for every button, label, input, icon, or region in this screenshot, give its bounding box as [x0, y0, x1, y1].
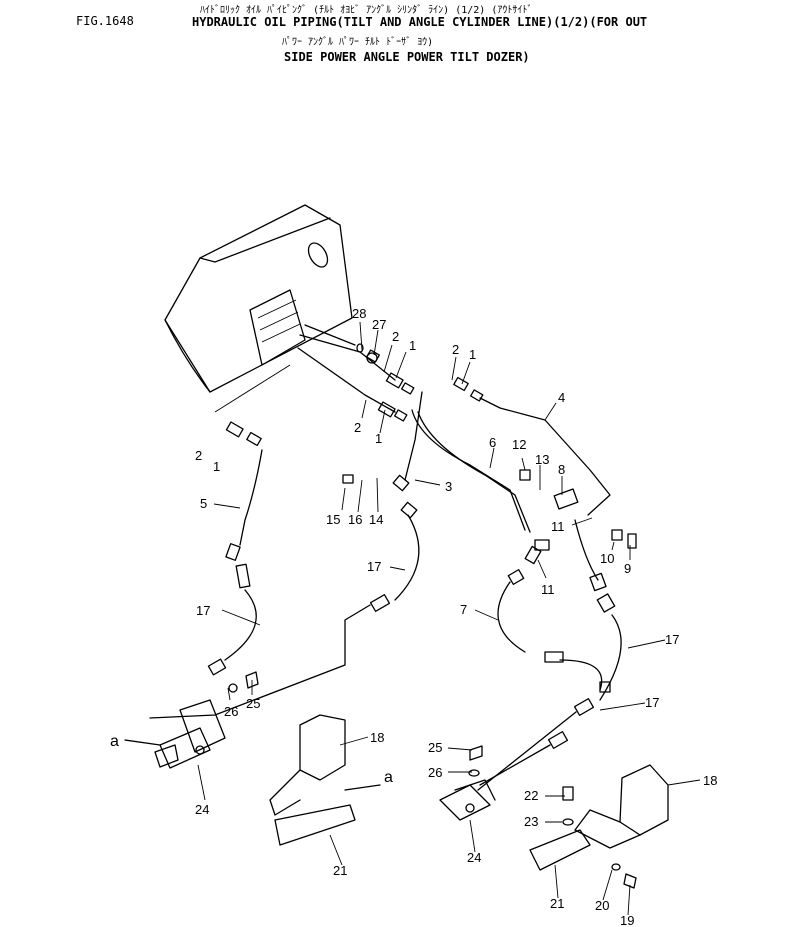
callout-2: 2 [195, 448, 202, 463]
callout-2: 2 [392, 329, 399, 344]
callout-1: 1 [469, 347, 476, 362]
bracket-18-left [269, 714, 346, 816]
callout-27: 27 [372, 317, 386, 332]
callout-21: 21 [550, 896, 564, 911]
title-line-1: HYDRAULIC OIL PIPING(TILT AND ANGLE CYLI… [192, 15, 648, 29]
callout-18: 18 [703, 773, 717, 788]
callout-2: 2 [452, 342, 459, 357]
callout-3: 3 [445, 479, 452, 494]
valve-assembly-right [439, 779, 496, 821]
callout-1: 1 [375, 431, 382, 446]
callout-1: 1 [409, 338, 416, 353]
callout-9: 9 [624, 561, 631, 576]
callout-22: 22 [524, 788, 538, 803]
callout-10: 10 [600, 551, 614, 566]
title-line-3: SIDE POWER ANGLE POWER TILT DOZER) [284, 50, 530, 64]
callout-2: 2 [354, 420, 361, 435]
leader-lines [197, 321, 701, 916]
callout-5: 5 [200, 496, 207, 511]
small-parts [228, 343, 637, 889]
callout-17: 17 [367, 559, 381, 574]
callout-17: 17 [665, 632, 679, 647]
title-kana-line-2: ﾊﾟﾜｰ ｱﾝｸﾞﾙ ﾊﾟﾜｰ ﾁﾙﾄ ﾄﾞｰｻﾞ ﾖｳ) [282, 37, 434, 48]
fittings [207, 349, 637, 749]
callout-24: 24 [195, 802, 209, 817]
callout-24: 24 [467, 850, 481, 865]
callout-8: 8 [558, 462, 565, 477]
callout-7: 7 [460, 602, 467, 617]
callout-20: 20 [595, 898, 609, 913]
callout-14: 14 [369, 512, 383, 527]
bracket-21-left [274, 804, 356, 846]
callout-4: 4 [558, 390, 565, 405]
callout-a: a [110, 733, 119, 750]
callout-1: 1 [213, 459, 220, 474]
callout-25: 25 [246, 696, 260, 711]
hydraulic-tank [164, 204, 353, 393]
callout-a: a [384, 769, 393, 786]
bracket-21-right [529, 829, 591, 871]
hoses-and-pipes [149, 391, 622, 791]
arrow-a-markers [124, 739, 381, 791]
callout-21: 21 [333, 863, 347, 878]
callout-11: 11 [551, 519, 565, 534]
callout-labels: 28 27 2 1 2 1 4 2 1 2 1 6 12 13 8 3 5 15… [110, 306, 717, 927]
callout-23: 23 [524, 814, 538, 829]
callout-26: 26 [428, 765, 442, 780]
figure-number: FIG.1648 [76, 14, 134, 28]
callout-16: 16 [348, 512, 362, 527]
callout-12: 12 [512, 437, 526, 452]
callout-6: 6 [489, 435, 496, 450]
callout-25: 25 [428, 740, 442, 755]
title-kana-line-1: ﾊｲﾄﾞﾛﾘｯｸ ｵｲﾙ ﾊﾟｲﾋﾟﾝｸﾞ (ﾁﾙﾄ ｵﾖﾋﾞ ｱﾝｸﾞﾙ ｼﾘ… [200, 5, 533, 16]
callout-18: 18 [370, 730, 384, 745]
valve-assembly-left [154, 699, 226, 769]
callout-13: 13 [535, 452, 549, 467]
callout-28: 28 [352, 306, 366, 321]
callout-11: 11 [541, 582, 555, 597]
callout-17: 17 [196, 603, 210, 618]
callout-17: 17 [645, 695, 659, 710]
bracket-18-right [574, 764, 669, 849]
callout-19: 19 [620, 913, 634, 927]
callout-26: 26 [224, 704, 238, 719]
callout-15: 15 [326, 512, 340, 527]
